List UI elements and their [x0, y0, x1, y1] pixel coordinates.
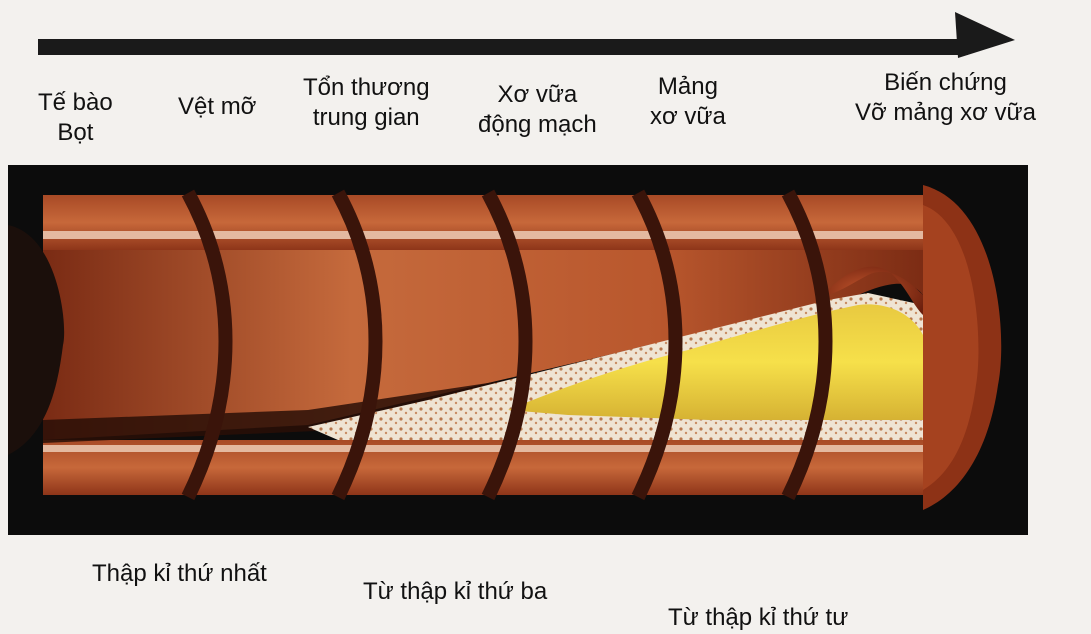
stage-label-complication: Biến chứng Vỡ mảng xơ vữa [855, 68, 1036, 128]
artery-illustration [8, 165, 1028, 535]
arrow-head [955, 12, 1015, 58]
stage-label-fatty-streak: Vệt mỡ [178, 92, 256, 122]
bottom-wall-stripe [43, 445, 923, 452]
decade-first: Thập kỉ thứ nhất [92, 560, 267, 588]
decade-third: Từ thập kỉ thứ ba [363, 578, 547, 606]
stage-label-fibroatheroma: Mảng xơ vữa [650, 72, 726, 132]
stage-label-atheroma: Xơ vữa động mạch [478, 80, 597, 140]
arrow-shaft [38, 39, 968, 55]
decade-fourth: Từ thập kỉ thứ tư [668, 604, 848, 632]
stage-label-foam-cell: Tế bào Bọt [38, 88, 113, 148]
top-wall-stripe [43, 231, 923, 239]
stage-label-intermediate-lesion: Tổn thương trung gian [303, 73, 430, 133]
